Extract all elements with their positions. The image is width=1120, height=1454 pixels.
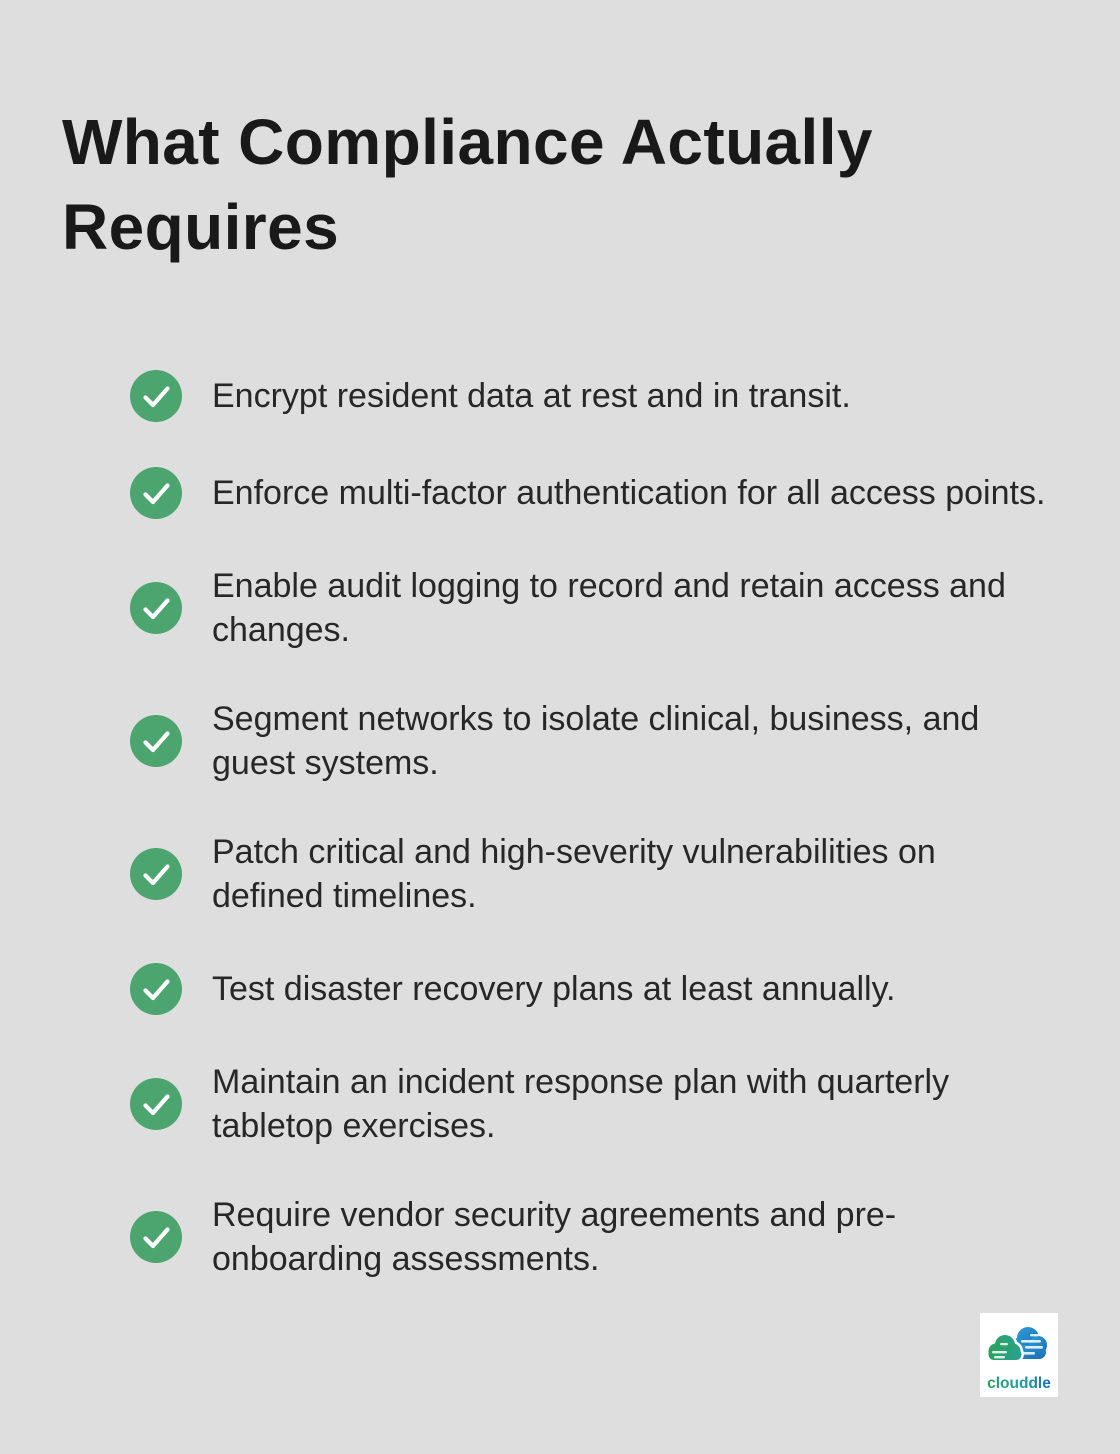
check-icon [130, 370, 182, 422]
check-icon [130, 1211, 182, 1263]
page-title: What Compliance Actually Requires [62, 106, 873, 263]
checklist-item: Enforce multi-factor authentication for … [130, 467, 1050, 519]
checklist-item-text: Encrypt resident data at rest and in tra… [212, 377, 851, 415]
check-icon [130, 582, 182, 634]
checklist-item: Maintain an incident response plan with … [130, 1060, 1050, 1148]
checklist-item: Require vendor security agreements and p… [130, 1193, 1050, 1281]
checklist-item: Test disaster recovery plans at least an… [130, 963, 1050, 1015]
checklist-item-text: Patch critical and high-severity vulnera… [212, 833, 936, 915]
compliance-checklist: Encrypt resident data at rest and in tra… [130, 370, 1050, 1281]
checklist-item: Patch critical and high-severity vulnera… [130, 830, 1050, 918]
checklist-item: Enable audit logging to record and retai… [130, 564, 1050, 652]
checklist-item-text: Enforce multi-factor authentication for … [212, 474, 1046, 512]
clouddle-clouds-icon: clouddle [986, 1327, 1051, 1392]
check-icon [130, 1078, 182, 1130]
checklist-item: Encrypt resident data at rest and in tra… [130, 370, 1050, 422]
checklist-item-text: Maintain an incident response plan with … [212, 1063, 950, 1145]
checklist-item-text: Test disaster recovery plans at least an… [212, 970, 896, 1008]
green-cloud [988, 1335, 1022, 1360]
check-icon [130, 715, 182, 767]
check-icon [130, 848, 182, 900]
check-icon [130, 467, 182, 519]
checklist-item-text: Segment networks to isolate clinical, bu… [212, 700, 980, 782]
checklist-item: Segment networks to isolate clinical, bu… [130, 697, 1050, 785]
checklist-item-text: Enable audit logging to record and retai… [212, 567, 1006, 649]
logo-text: clouddle [987, 1375, 1051, 1392]
clouddle-logo: clouddle [980, 1313, 1058, 1397]
checklist-item-text: Require vendor security agreements and p… [212, 1196, 897, 1278]
check-icon [130, 963, 182, 1015]
